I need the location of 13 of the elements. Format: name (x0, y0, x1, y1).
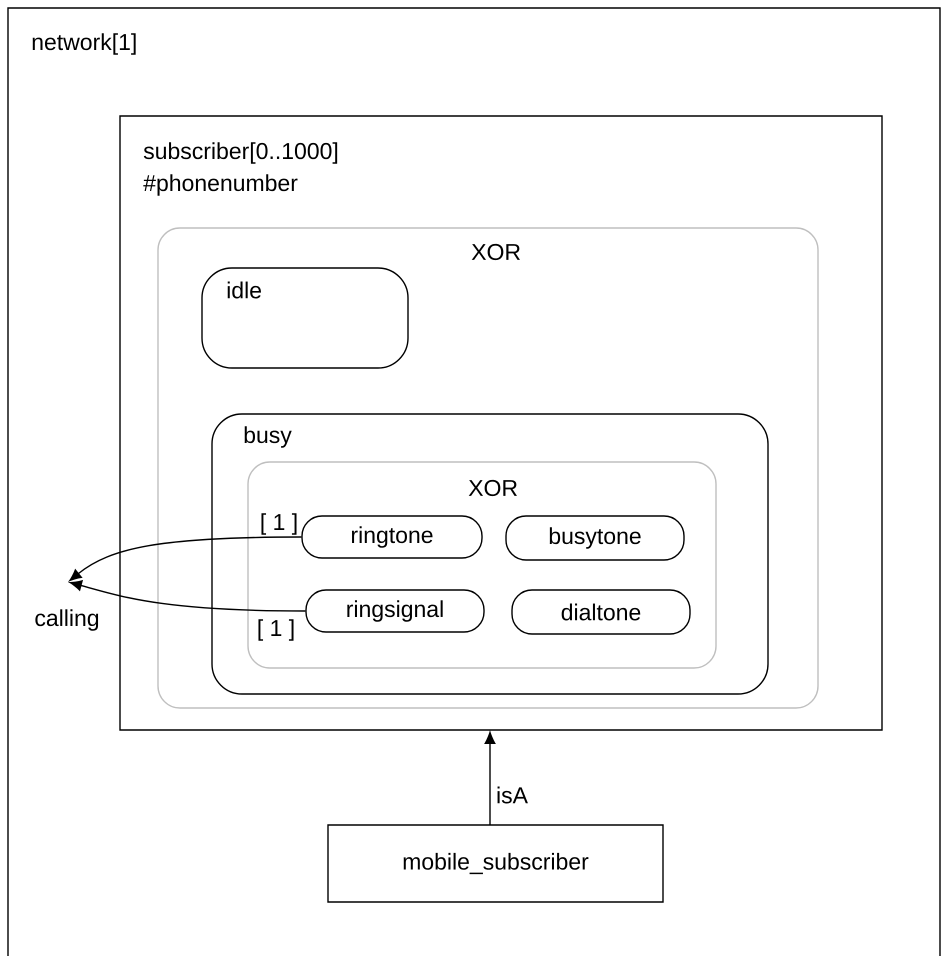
arrow (69, 536, 302, 582)
state-box: ringtone (301, 515, 483, 559)
arrow (484, 732, 496, 825)
state-box: dialtone (511, 589, 691, 635)
edge-label: [ 1 ] (256, 618, 296, 642)
state-box: idle (201, 267, 409, 369)
edge-label: isA (495, 786, 529, 804)
state-box: busytone (505, 515, 685, 561)
state-box: ringsignal (305, 589, 485, 633)
state-label: calling (35, 609, 98, 631)
class-box: mobile_subscriber (327, 824, 664, 903)
arrow (70, 580, 306, 612)
edge-label: [ 1 ] (258, 512, 300, 536)
